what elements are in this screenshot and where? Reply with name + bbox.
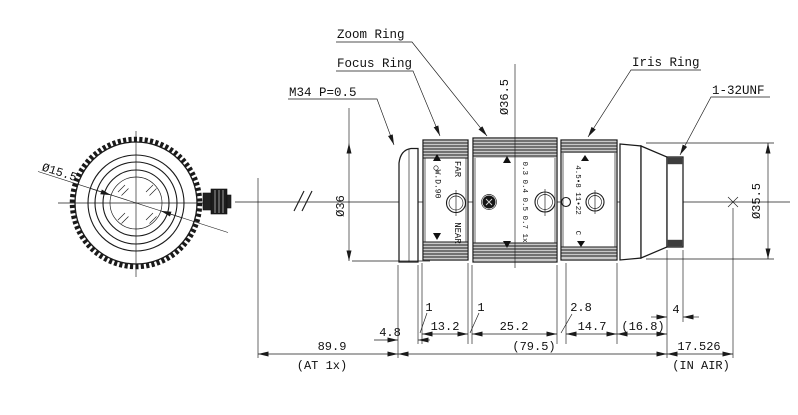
iris-ring: 4.5•8 11•22 C [560,139,618,261]
rear-barrel [619,143,668,261]
diameter-front-label: Ø15.5 [40,161,79,185]
zoom-index-triangle-bottom [503,241,511,248]
dim-zoom-width: 25.2 [500,320,529,334]
diameter-rear-label: Ø35.5 [750,183,764,219]
callout-iris-ring: Iris Ring [632,56,700,70]
focus-wd-label: W.D.90 [433,170,442,199]
c-mount-thread [666,156,684,248]
callout-layer: Zoom Ring Focus Ring M34 P=0.5 Iris Ring… [288,28,770,156]
dim-gap1: 1 [425,301,432,315]
side-view: W.D.90 FAR NEAR 0.3 0.4 0.5 0.7 1x [398,137,684,263]
iris-scale-label: 4.5•8 11•22 [573,165,581,215]
callout-focus-ring: Focus Ring [337,57,412,71]
image-plane-marker [727,196,739,208]
iris-index-triangle-bottom [577,241,585,247]
dim-rear-length: (16.8) [621,320,664,334]
front-flange [398,147,419,263]
dimension-layer: 1 1 2.8 4 4.8 13.2 25.2 14.7 (16.8) 89.9… [258,208,734,373]
optical-axis [235,178,790,358]
dim-cmount-length: 4 [672,303,679,317]
focus-near-label: NEAR [452,222,462,244]
focus-index-triangle-top [433,154,441,161]
dim-gap3: 2.8 [570,301,592,315]
dim-flange-focal: 17.526 [677,340,720,354]
callout-unf-thread: 1-32UNF [712,84,765,98]
dim-gap2: 1 [477,301,484,315]
callout-zoom-ring: Zoom Ring [337,28,405,42]
diameter-zoom-ring-label: Ø36.5 [498,79,512,115]
iris-closed-label: C [573,231,581,236]
zoom-index-triangle-top [503,156,511,163]
focus-index-dot [433,165,439,171]
iris-pin [560,196,572,208]
dim-body-length: (79.5) [512,340,555,354]
dim-overall: 89.9 [318,340,347,354]
dim-iris-width: 14.7 [578,320,607,334]
rear-cone [640,145,668,259]
focus-index-triangle-bottom [433,233,441,240]
diameter-body-label: Ø36 [334,195,348,217]
front-view: Ø15.5 [37,131,232,277]
break-symbol [293,190,313,212]
zoom-scale-label: 0.3 0.4 0.5 0.7 1x [520,161,528,243]
diameter-dimension-layer: Ø36.5 Ø36 Ø35.5 [334,64,774,268]
dim-focus-width: 13.2 [431,320,460,334]
glass-hatch-marks [117,184,157,224]
extension-lines [397,208,734,358]
focus-far-label: FAR [452,161,462,178]
dim-flange-note: (IN AIR) [672,359,730,373]
callout-m34-thread: M34 P=0.5 [289,86,357,100]
iris-index-triangle-top [581,155,589,161]
focus-ring: W.D.90 FAR NEAR [422,139,469,261]
dim-thread-length: 4.8 [379,326,401,340]
thumbscrew-knob [202,188,232,215]
dim-overall-note: (AT 1x) [297,359,347,373]
